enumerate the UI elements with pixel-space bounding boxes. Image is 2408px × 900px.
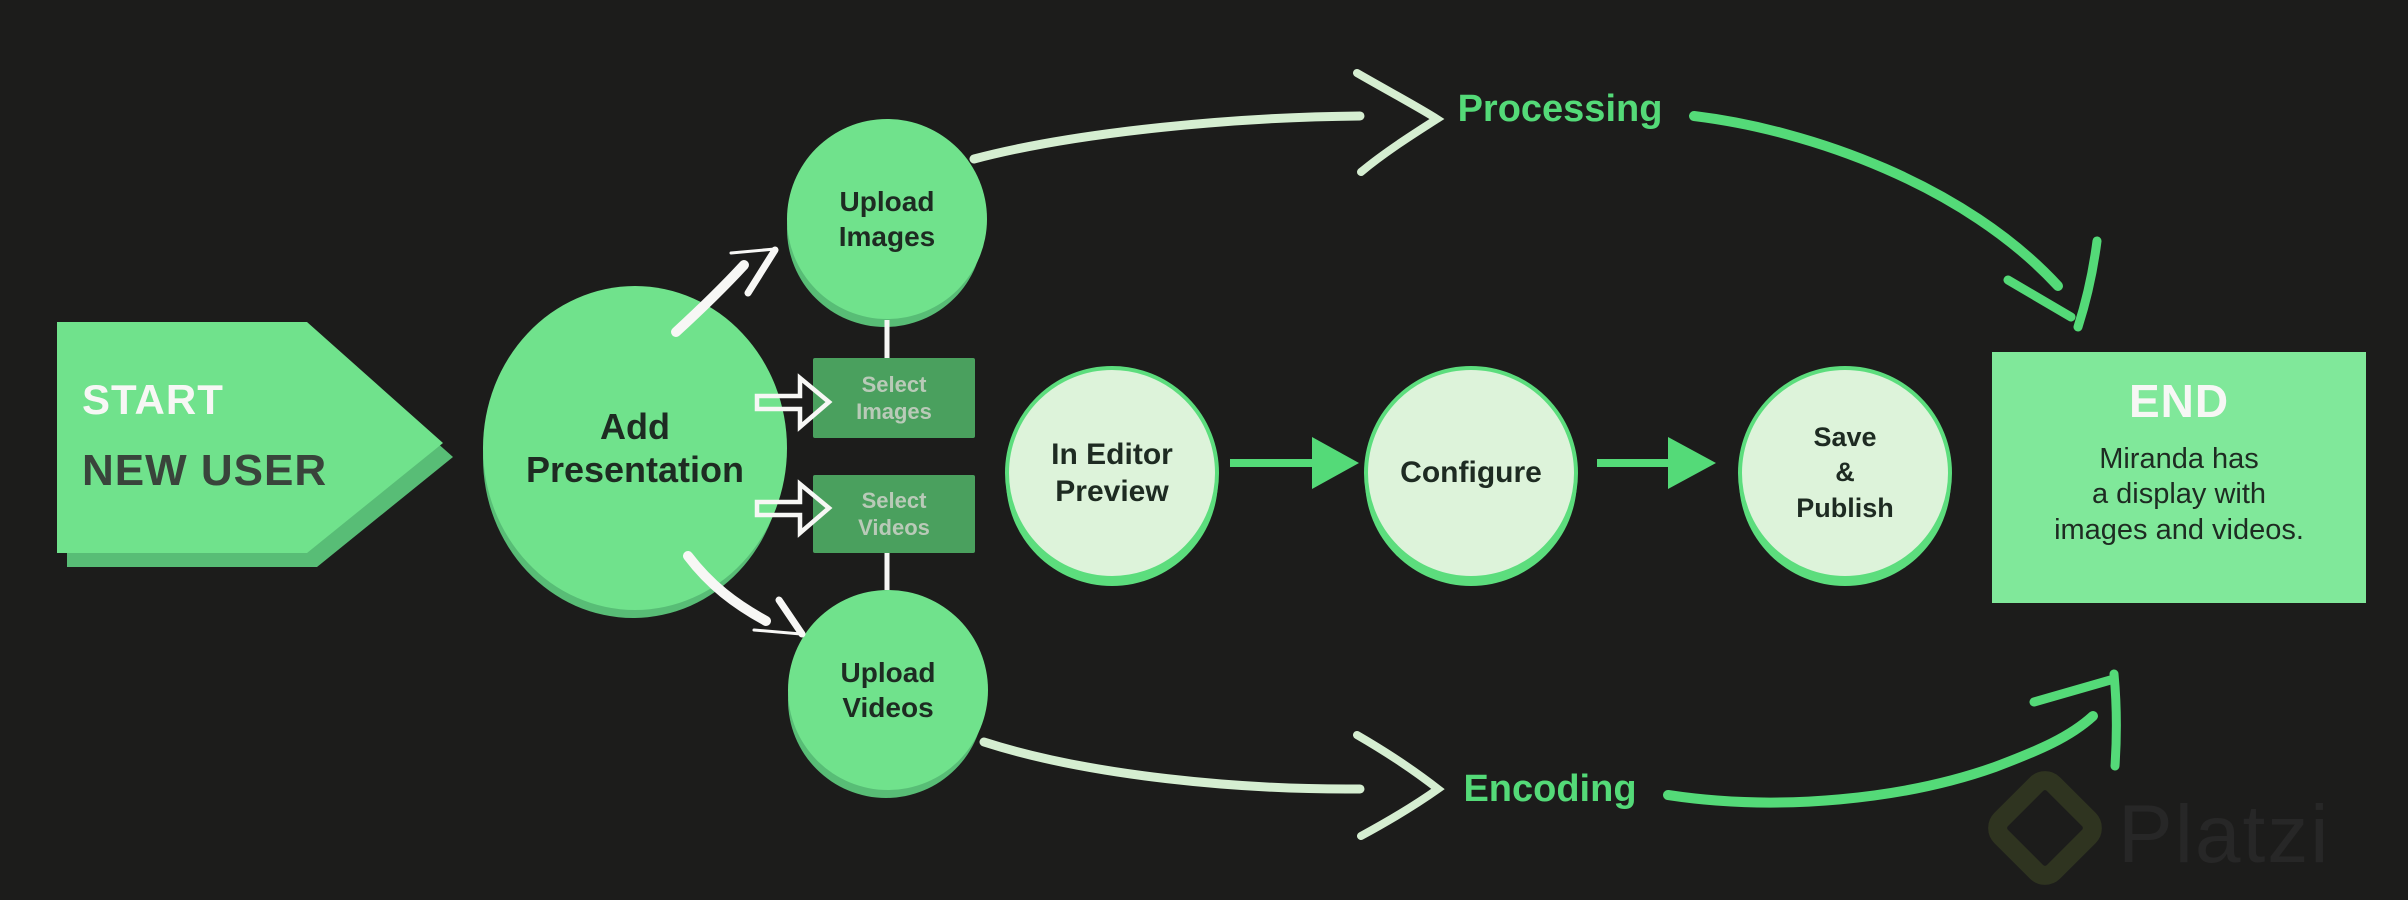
add-presentation-label-line2: Presentation — [525, 449, 745, 490]
upload-images-node: Upload Images — [787, 119, 987, 319]
save-publish-label-line2: & — [1835, 457, 1855, 488]
end-description-line2: a display with — [2091, 478, 2267, 511]
configure-label: Configure — [1400, 456, 1542, 490]
end-node: END Miranda has a display with images an… — [1992, 352, 2366, 603]
end-description-line1: Miranda has — [2099, 443, 2259, 475]
platzi-logo-icon — [1988, 771, 2102, 885]
in-editor-preview-node: In Editor Preview — [1005, 366, 1219, 580]
save-publish-label-line1: Save — [1813, 422, 1877, 453]
processing-label: Processing — [1457, 88, 1663, 130]
start-title: START — [82, 376, 224, 423]
encoding-curve-left — [979, 737, 1365, 794]
select-videos-box: Select Videos — [813, 475, 975, 553]
save-publish-node: Save & Publish — [1738, 366, 1952, 580]
select-images-box: Select Images — [813, 358, 975, 438]
end-description: Miranda has a display with images and vi… — [2054, 442, 2304, 548]
select-images-label-line1: Select — [861, 371, 927, 397]
configure-node: Configure — [1364, 366, 1578, 580]
processing-arrow-to-end-icon — [1689, 111, 2102, 332]
in-editor-preview-label-line1: In Editor — [1051, 437, 1173, 471]
add-presentation-node: Add Presentation — [483, 286, 787, 610]
select-videos-label-line2: Videos — [858, 515, 930, 540]
arrow-configure-to-save-icon — [1597, 437, 1716, 489]
upload-images-label-line1: Upload — [839, 186, 935, 217]
upload-videos-label-line2: Videos — [842, 692, 934, 723]
upload-videos-label-line1: Upload — [840, 657, 936, 688]
end-title: END — [2128, 375, 2230, 427]
processing-curve-left — [969, 111, 1365, 164]
watermark: Platzi — [1988, 771, 2331, 885]
arrow-preview-to-configure-icon — [1230, 437, 1359, 489]
encoding-arrow-to-end-icon — [1663, 669, 2121, 808]
select-images-label-line2: Images — [856, 399, 932, 424]
start-node-label: START NEW USER — [82, 376, 327, 496]
upload-videos-node: Upload Videos — [788, 590, 988, 790]
encoding-chevron-icon — [1353, 731, 1445, 840]
end-description-line3: images and videos. — [2054, 513, 2304, 546]
in-editor-preview-label-line2: Preview — [1055, 475, 1169, 508]
start-subtitle: NEW USER — [82, 446, 328, 495]
select-videos-label-line1: Select — [861, 487, 927, 513]
save-publish-label-line3: Publish — [1796, 492, 1894, 523]
add-presentation-label-line1: Add — [600, 405, 670, 447]
encoding-label: Encoding — [1463, 768, 1637, 810]
processing-chevron-icon — [1353, 69, 1445, 176]
platzi-wordmark: Platzi — [2118, 789, 2331, 880]
upload-images-label-line2: Images — [838, 221, 936, 252]
